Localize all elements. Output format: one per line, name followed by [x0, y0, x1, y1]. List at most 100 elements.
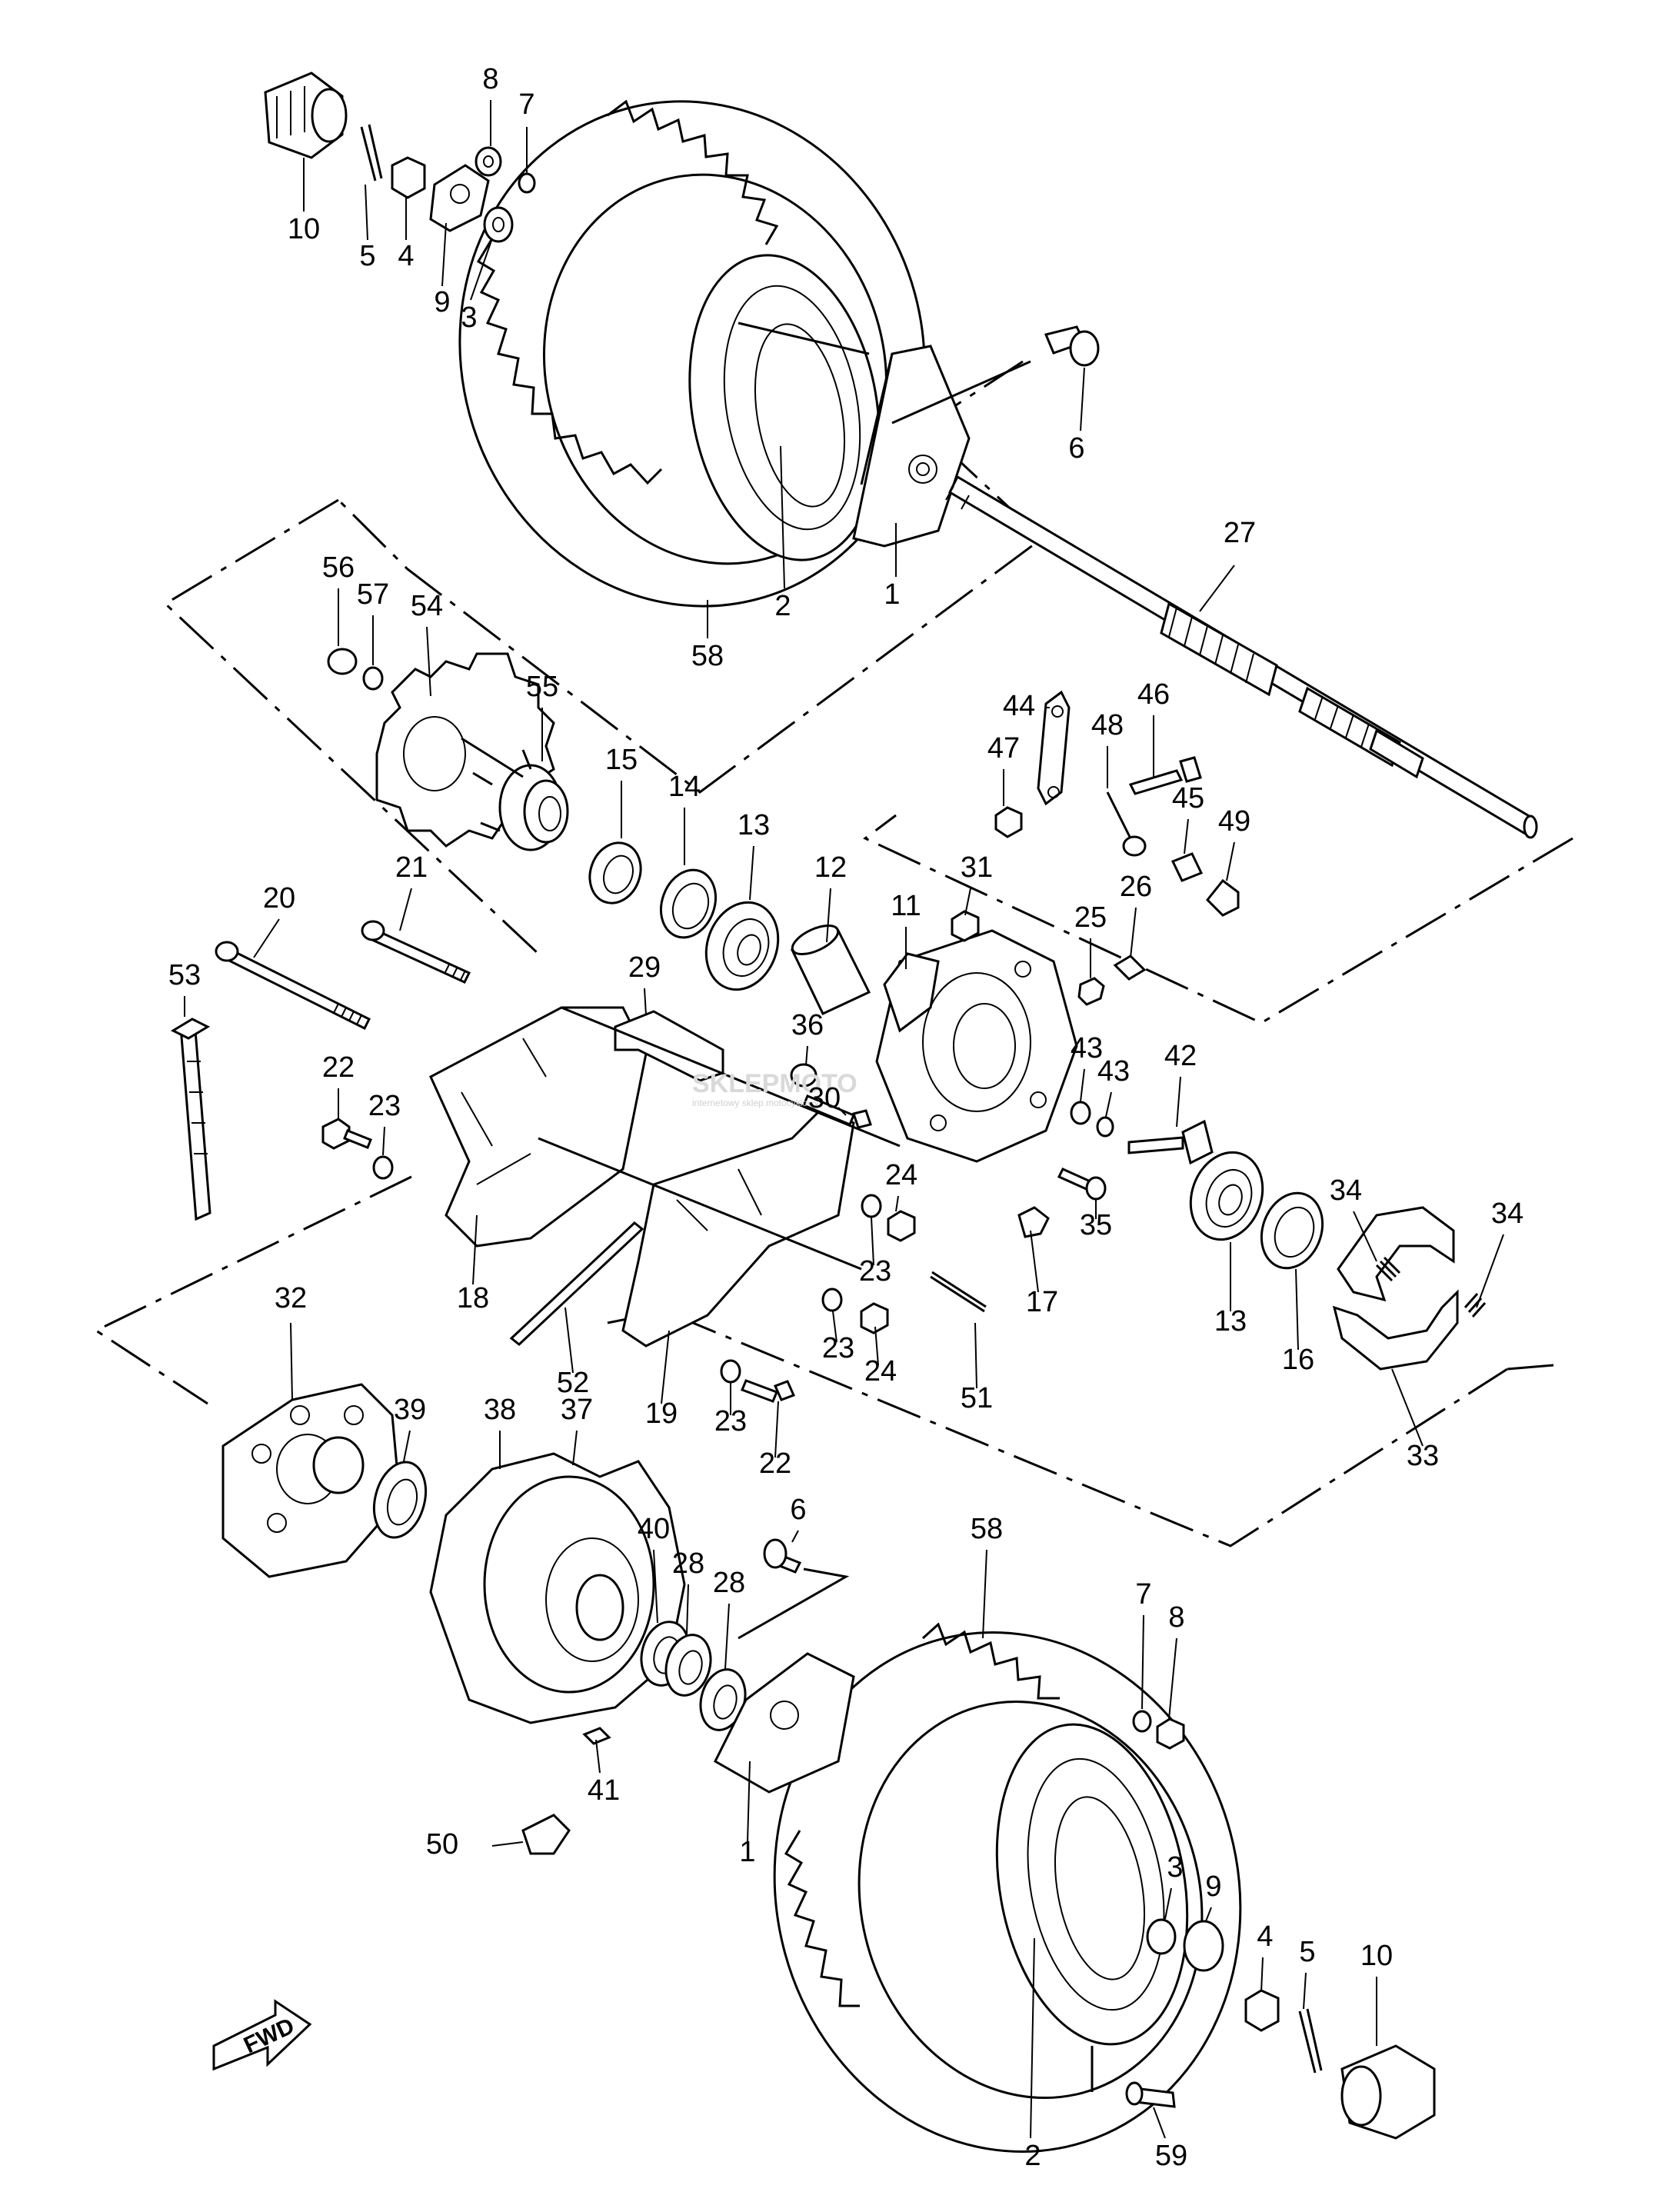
cotter-pin-bottom [1298, 2008, 1323, 2074]
part-callout-33: 33 [1407, 1440, 1439, 1472]
part-callout-35: 35 [1080, 1209, 1112, 1241]
part-callout-43: 43 [1071, 1032, 1103, 1064]
leader-line [974, 1322, 977, 1389]
part-callout-3: 3 [1167, 1851, 1183, 1884]
screw-25 [1077, 977, 1105, 1006]
leader-line [1353, 1211, 1377, 1262]
leader-line [747, 1761, 751, 1843]
leader-line [399, 888, 412, 931]
bolt-30 [802, 1094, 855, 1126]
castle-nut-top [391, 156, 426, 199]
washer-43b [1096, 1116, 1114, 1138]
leader-line [982, 1549, 987, 1639]
leader-line [1080, 1068, 1085, 1102]
top-left-hardware [264, 72, 1100, 425]
leader-line [895, 1195, 899, 1212]
nut-24-lower [860, 1302, 889, 1334]
leader-line [1205, 1907, 1212, 1922]
leader-line [871, 1217, 874, 1266]
nut-56 [327, 648, 358, 675]
nut-8-bottom [1156, 1717, 1185, 1750]
part-callout-38: 38 [484, 1394, 516, 1426]
washer-9-top [429, 164, 490, 232]
rear-axle [945, 475, 1538, 839]
nut-24-upper [887, 1210, 916, 1242]
forward-arrow: FWD [212, 1999, 312, 2071]
washer-8-top [475, 146, 502, 177]
seal-39 [372, 1461, 428, 1539]
leader-line [1105, 1091, 1112, 1118]
small-hardware [321, 910, 1214, 1403]
leader-line [774, 1401, 779, 1458]
part-callout-23: 23 [822, 1332, 854, 1364]
collar-48 [1122, 835, 1147, 857]
part-callout-4: 4 [1257, 1921, 1273, 1953]
washer-7-top [518, 172, 536, 194]
part-callout-2: 2 [1024, 2140, 1041, 2172]
leader-line [826, 888, 831, 943]
axle-housing [429, 929, 1078, 1348]
leader-line [403, 1430, 411, 1462]
part-callout-23: 23 [368, 1090, 401, 1122]
leader-line [253, 918, 280, 958]
bushing-26 [1113, 954, 1147, 981]
leader-line [1153, 2107, 1166, 2139]
bolt-20 [224, 948, 371, 1031]
part-callout-51: 51 [961, 1382, 993, 1414]
leader-line [382, 1126, 385, 1156]
part-callout-53: 53 [168, 959, 201, 991]
strap-52 [509, 1221, 644, 1346]
part-callout-25: 25 [1074, 901, 1107, 934]
leader-line [1295, 1268, 1299, 1351]
bottom-rim [995, 1723, 1189, 2046]
washer-23-bottom [720, 1359, 741, 1384]
leader-line [564, 1307, 574, 1374]
bolt-46 [1128, 769, 1184, 795]
leader-line [1080, 367, 1085, 431]
part-callout-50: 50 [426, 1828, 458, 1861]
part-callout-45: 45 [1172, 782, 1204, 815]
top-wheel-assembly [458, 99, 971, 608]
leader-line [1199, 565, 1235, 612]
leader-line [780, 445, 785, 589]
leader-line [1226, 841, 1235, 881]
washer-23-mid [861, 1194, 882, 1218]
leader-line [426, 626, 431, 697]
castle-nut-bottom [1244, 1989, 1280, 2032]
leader-line [832, 1311, 837, 1343]
leader-line [595, 1739, 601, 1774]
part-callout-6: 6 [790, 1494, 806, 1526]
leader-line [805, 1045, 808, 1066]
bleeder-17 [1017, 1206, 1050, 1238]
part-callout-58: 58 [691, 640, 724, 672]
leader-line [644, 988, 647, 1016]
leader-line [1184, 818, 1189, 854]
part-callout-14: 14 [668, 771, 701, 803]
part-callout-5: 5 [1299, 1936, 1315, 1968]
part-callout-12: 12 [814, 851, 847, 884]
washer-36 [790, 1063, 818, 1088]
svg-text:SKLEPMOTO: SKLEPMOTO [692, 1069, 857, 1098]
leader-line [724, 1603, 730, 1670]
part-callout-36: 36 [791, 1009, 824, 1041]
spring-34a [1375, 1256, 1401, 1282]
leader-line [749, 845, 754, 901]
washer-57 [362, 666, 384, 691]
washer-3-top [483, 206, 514, 243]
part-callout-8: 8 [482, 63, 498, 95]
nut-47 [994, 806, 1023, 838]
bracket-18 [429, 1006, 648, 1248]
part-callout-39: 39 [394, 1394, 426, 1426]
part-callout-10: 10 [288, 213, 320, 245]
part-callout-44: 44 [1003, 690, 1035, 722]
part-callout-8: 8 [1168, 1601, 1184, 1634]
part-callout-22: 22 [759, 1447, 791, 1480]
part-callout-58: 58 [971, 1513, 1003, 1545]
cotter-pin-top [360, 124, 383, 182]
part-callout-49: 49 [1218, 805, 1250, 838]
part-callout-7: 7 [518, 88, 534, 121]
leader-line [874, 1326, 879, 1366]
part-callout-3: 3 [461, 301, 477, 334]
brake-drum-assembly [221, 1383, 850, 1855]
washer-23-lower [821, 1288, 843, 1312]
